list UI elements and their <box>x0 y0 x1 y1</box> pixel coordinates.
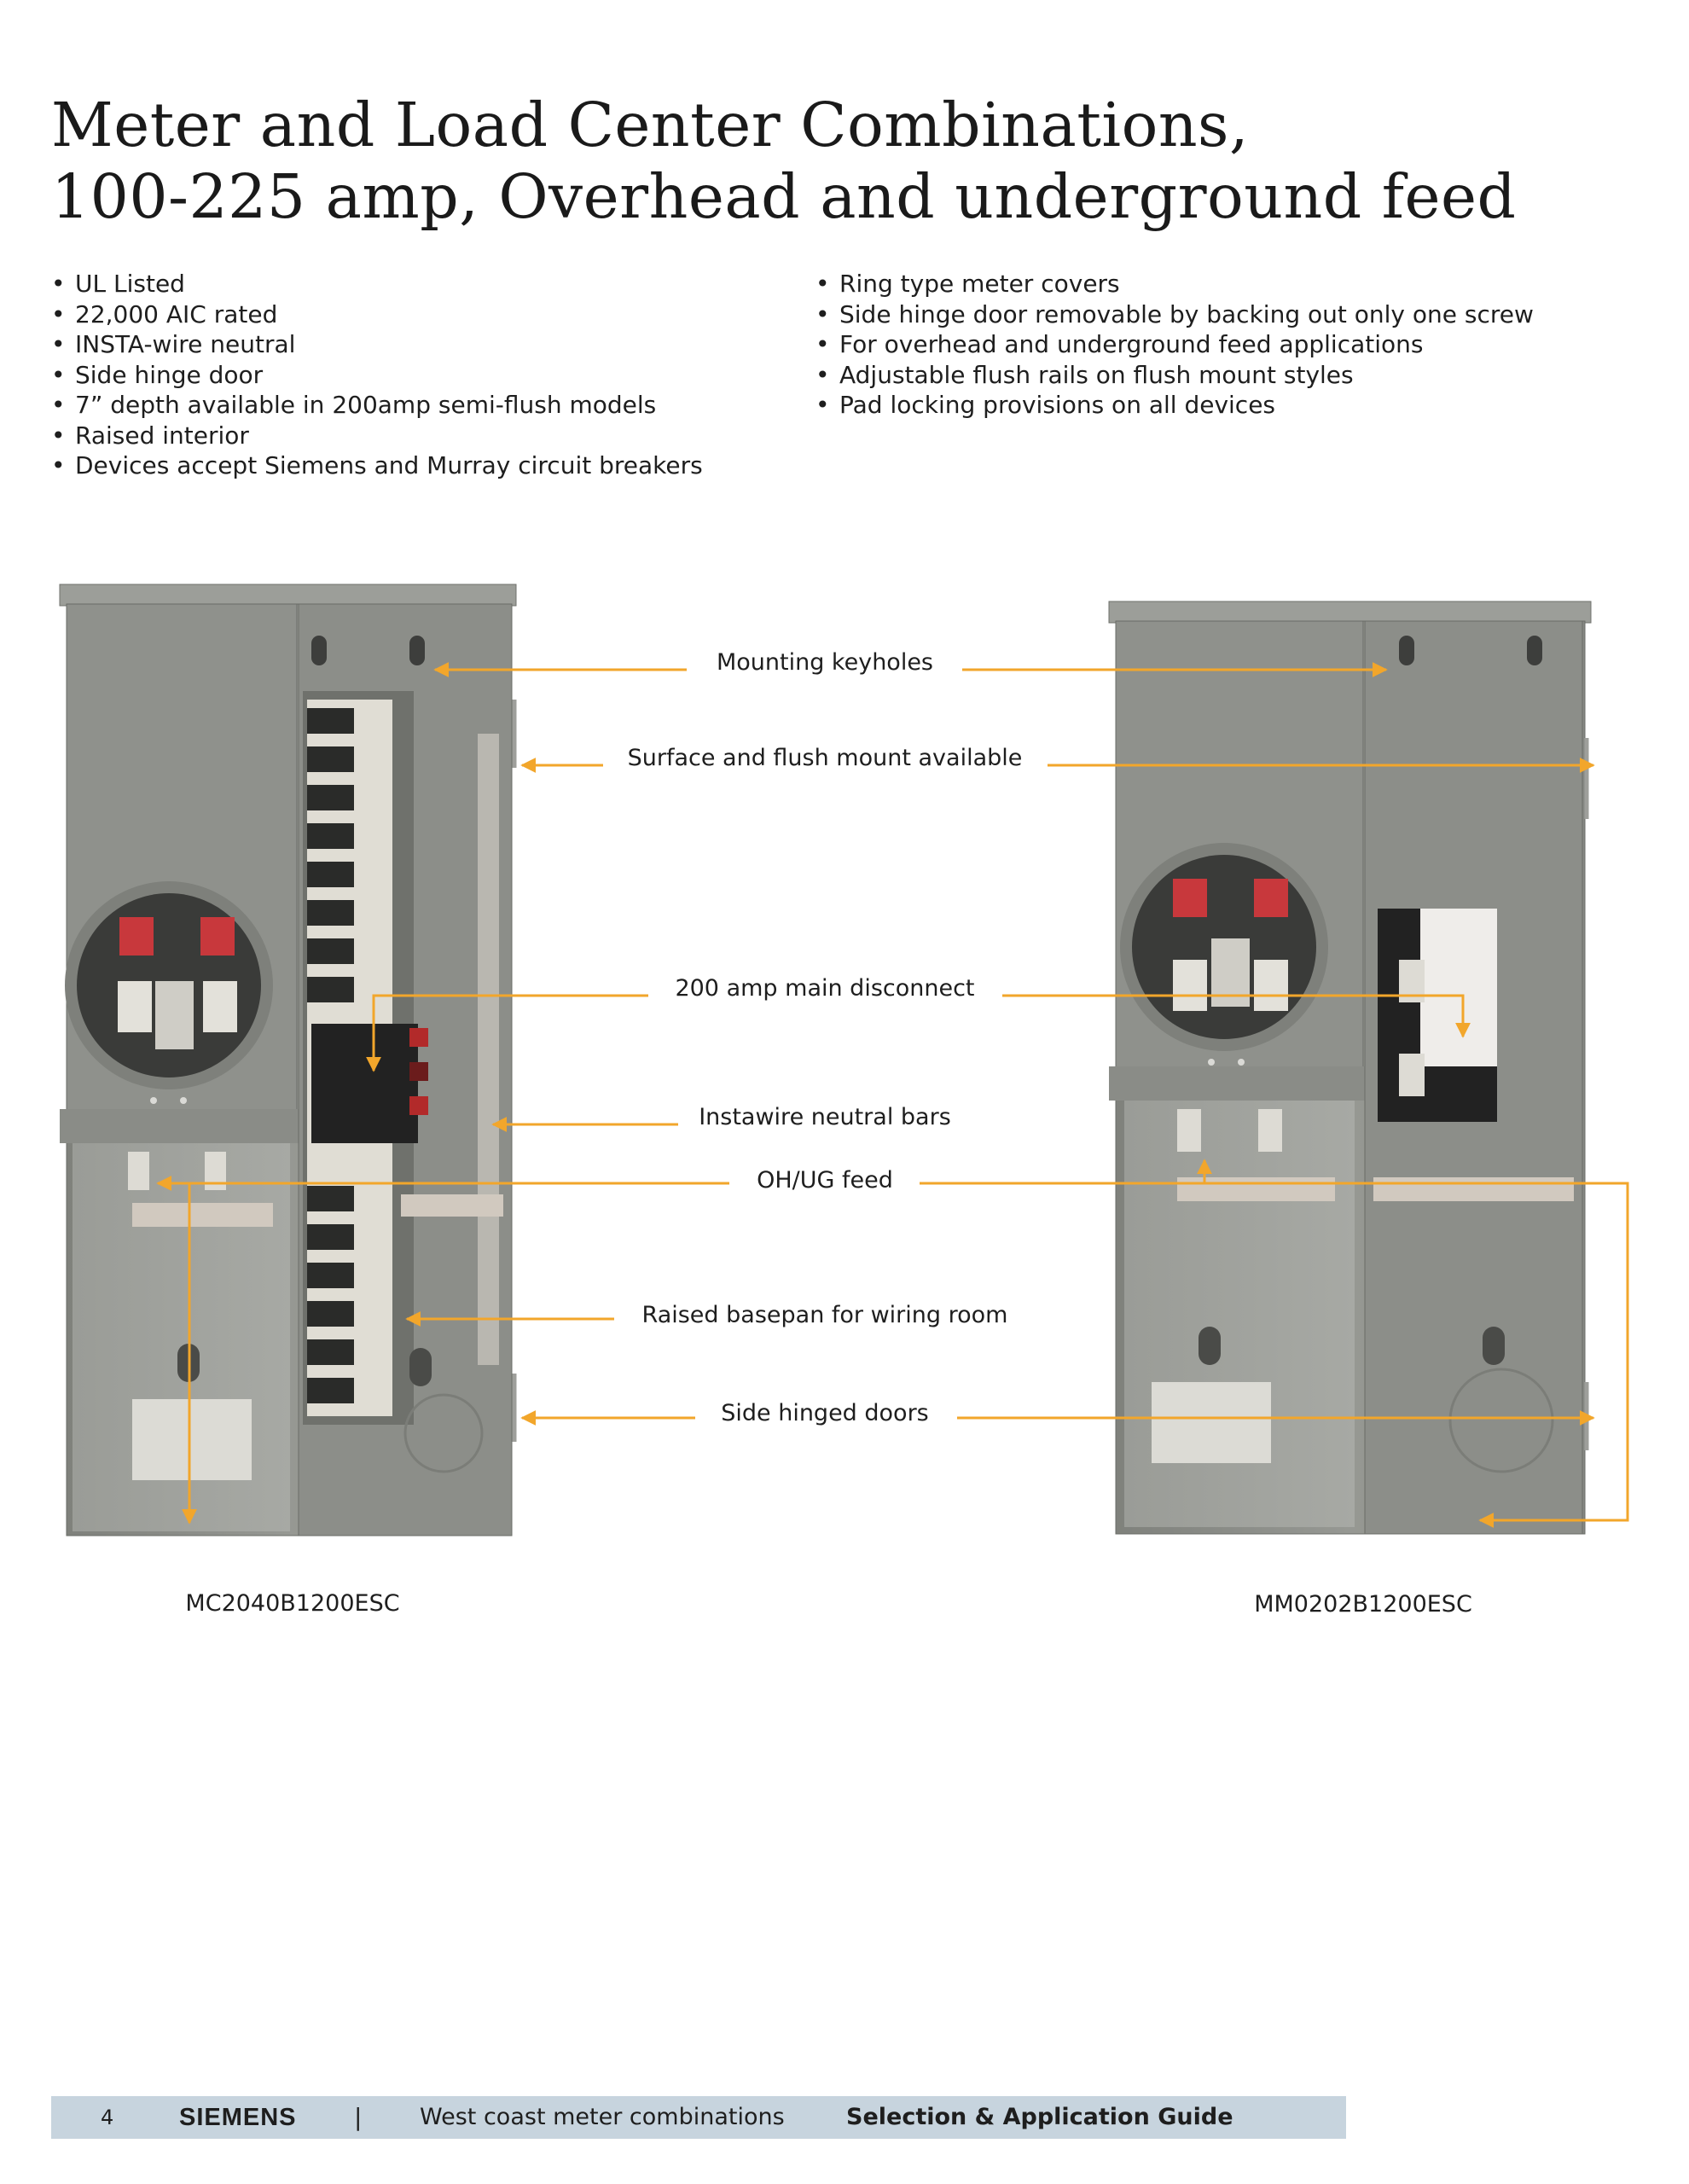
feature-item: UL Listed <box>51 269 703 299</box>
title-line-1: Meter and Load Center Combinations, <box>51 90 1250 160</box>
arrow-main-disconnect-right <box>1002 994 1471 1038</box>
arrow-ohug-right <box>920 1182 1629 1528</box>
callout-main-disconnect: 200 amp main disconnect <box>675 975 974 1002</box>
meter-combo-left-image <box>59 584 517 1536</box>
page-title: Meter and Load Center Combinations, 100-… <box>51 90 1517 233</box>
footer-separator: | <box>354 2103 363 2131</box>
feature-item: Side hinge door <box>51 360 703 391</box>
feature-item: 7” depth available in 200amp semi-flush … <box>51 390 703 421</box>
footer-document-title: West coast meter combinations <box>420 2104 785 2130</box>
feature-item: Ring type meter covers <box>815 269 1534 299</box>
page-number: 4 <box>101 2106 114 2129</box>
feature-list-right: Ring type meter covers Side hinge door r… <box>815 269 1534 421</box>
callout-surface-flush: Surface and flush mount available <box>628 745 1023 771</box>
product-figure: Mounting keyholes Surface and flush moun… <box>59 584 1629 1618</box>
feature-item: Devices accept Siemens and Murray circui… <box>51 450 703 481</box>
callout-side-hinged-doors: Side hinged doors <box>721 1400 929 1426</box>
feature-list-left: UL Listed 22,000 AIC rated INSTA-wire ne… <box>51 269 703 481</box>
feature-item: Adjustable flush rails on flush mount st… <box>815 360 1534 391</box>
feature-item: Side hinge door removable by backing out… <box>815 299 1534 330</box>
callout-neutral-bars: Instawire neutral bars <box>699 1104 951 1130</box>
siemens-logo: SIEMENS <box>179 2104 297 2131</box>
feature-item: Pad locking provisions on all devices <box>815 390 1534 421</box>
feature-item: 22,000 AIC rated <box>51 299 703 330</box>
feature-item: Raised interior <box>51 421 703 451</box>
callout-mounting-keyholes: Mounting keyholes <box>717 649 933 676</box>
model-label-right: MM0202B1200ESC <box>1254 1591 1472 1618</box>
arrow-main-disconnect-left <box>366 994 648 1072</box>
callout-arrows <box>156 662 1629 1528</box>
page-footer: 4 SIEMENS | West coast meter combination… <box>51 2096 1346 2139</box>
feature-item: For overhead and underground feed applic… <box>815 329 1534 360</box>
feature-item: INSTA-wire neutral <box>51 329 703 360</box>
footer-guide-title: Selection & Application Guide <box>846 2104 1233 2130</box>
callout-ohug-feed: OH/UG feed <box>757 1167 893 1194</box>
model-label-left: MC2040B1200ESC <box>185 1590 399 1617</box>
meter-main-right-image <box>1108 601 1592 1535</box>
callout-raised-basepan: Raised basepan for wiring room <box>642 1302 1008 1328</box>
title-line-2: 100-225 amp, Overhead and underground fe… <box>51 161 1517 232</box>
